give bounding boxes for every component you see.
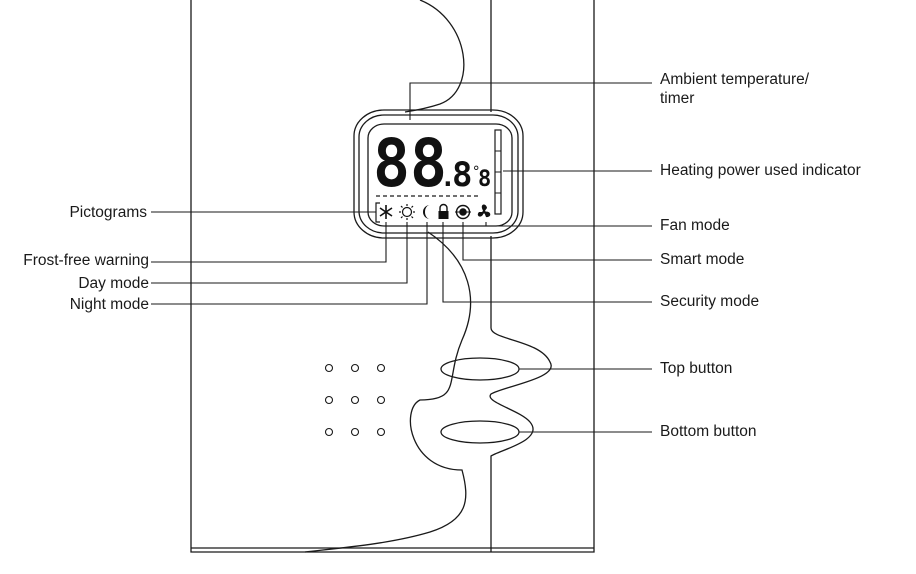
label-ambient-temperature-line1: Ambient temperature/ <box>660 71 810 88</box>
leader-fan-mode <box>485 222 652 227</box>
leader-security-mode <box>442 222 652 303</box>
label-ambient-temperature-line2: timer <box>660 90 694 107</box>
smart-target-icon <box>455 204 471 220</box>
fan-icon <box>477 204 491 218</box>
lcd-bezel-outer <box>353 109 524 239</box>
sun-icon <box>399 204 415 220</box>
lcd-screen <box>367 123 513 227</box>
moon-icon <box>423 205 430 219</box>
leader-night-mode <box>151 222 428 305</box>
label-smart-mode: Smart mode <box>660 251 744 268</box>
label-frost-free: Frost-free warning <box>23 252 149 269</box>
leader-ambient <box>409 82 652 120</box>
pictograms-bracket <box>375 202 380 223</box>
label-bottom-button: Bottom button <box>660 423 757 440</box>
label-top-button: Top button <box>660 360 732 377</box>
label-night-mode: Night mode <box>70 296 149 313</box>
lcd-decimal-point: . <box>440 163 456 193</box>
upper-decorative-curve <box>404 0 465 113</box>
lcd-main-digits: 88 <box>373 125 447 202</box>
label-heating-power: Heating power used indicator <box>660 162 861 179</box>
padlock-icon <box>438 203 449 219</box>
lcd-degree-symbol: ° <box>472 164 480 180</box>
lcd-tenths-digit: 8 <box>452 155 472 195</box>
bottom-button[interactable] <box>440 420 520 444</box>
leader-day-mode <box>151 222 408 284</box>
right-pillar-curve <box>489 0 552 552</box>
leader-frost-free <box>151 222 387 263</box>
ventilation-holes <box>324 363 386 437</box>
snowflake-icon <box>379 205 393 219</box>
leader-smart-mode <box>462 222 652 261</box>
top-button[interactable] <box>440 357 520 381</box>
label-day-mode: Day mode <box>78 275 149 292</box>
label-pictograms: Pictograms <box>69 204 147 221</box>
label-fan-mode: Fan mode <box>660 217 730 234</box>
lower-decorative-curve <box>304 231 472 553</box>
device-body-outline <box>190 0 595 553</box>
lcd-bezel-inner <box>358 114 519 234</box>
label-security-mode: Security mode <box>660 293 759 310</box>
lcd-unit-digit: 8 <box>478 167 491 192</box>
